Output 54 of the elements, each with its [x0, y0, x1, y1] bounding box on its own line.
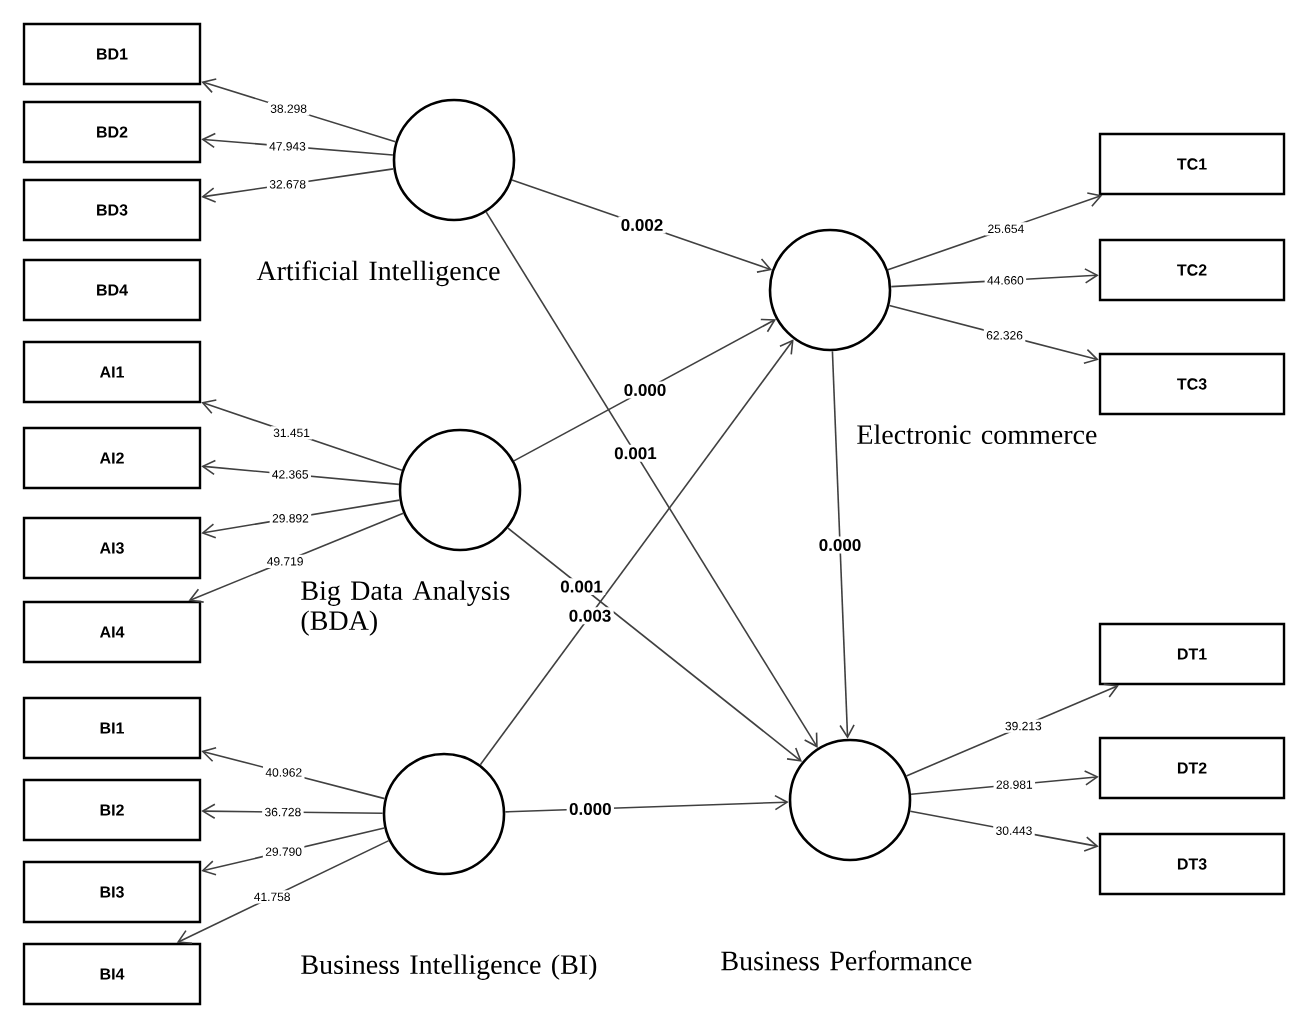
arrow [201, 499, 401, 539]
arrow [504, 794, 789, 813]
indicator-box: AI2 [22, 426, 202, 490]
indicator-box: BD4 [22, 258, 202, 322]
construct-label: Electronic commerce [857, 424, 1097, 445]
edge-label: 0.001 [557, 578, 606, 595]
indicator-box: BI3 [22, 860, 202, 924]
arrow [831, 350, 855, 739]
edge-label: 0.000 [566, 800, 614, 818]
edge-label: 0.002 [618, 216, 666, 234]
edge-label: 0.003 [566, 607, 614, 625]
construct-label: Business Performance [721, 950, 972, 971]
arrow [910, 770, 1099, 796]
indicator-box: AI4 [22, 600, 202, 664]
indicator-box: BD3 [22, 178, 202, 242]
arrow [507, 527, 803, 762]
arrow [479, 339, 794, 766]
arrow [201, 459, 400, 486]
indicator-box: BD2 [22, 100, 202, 164]
arrow [201, 78, 397, 143]
indicator-box: DT1 [1098, 622, 1286, 686]
arrow [888, 304, 1099, 364]
arrow [511, 179, 773, 273]
indicator-box: AI3 [22, 516, 202, 580]
indicator-box: DT2 [1098, 736, 1286, 800]
indicator-box: BI1 [22, 696, 202, 760]
arrow [909, 810, 1099, 852]
arrow [905, 683, 1119, 777]
indicator-box: AI1 [22, 340, 202, 404]
construct-label: Artificial Intelligence [256, 260, 500, 287]
arrow [201, 168, 395, 203]
arrow [201, 746, 386, 800]
arrow [201, 803, 384, 820]
arrow [201, 399, 403, 472]
arrow [513, 318, 777, 462]
arrow [890, 268, 1099, 288]
edge-label: 0.001 [611, 444, 660, 462]
arrow [188, 512, 405, 603]
edge-label: 0.000 [621, 381, 669, 399]
indicator-box: BD1 [22, 22, 202, 86]
edge-label: 0.000 [816, 536, 864, 554]
construct-label: Big Data Analysis (BDA) [301, 580, 510, 636]
indicator-box: TC3 [1098, 352, 1286, 416]
construct-label: Business Intelligence (BI) [301, 954, 597, 980]
arrow [887, 192, 1103, 271]
indicator-box: TC2 [1098, 238, 1286, 302]
arrow [201, 132, 394, 156]
indicator-box: DT3 [1098, 832, 1286, 896]
arrow [176, 839, 390, 944]
indicator-box: BI2 [22, 778, 202, 842]
indicator-box: TC1 [1098, 132, 1286, 196]
arrow [485, 211, 818, 748]
arrow [201, 827, 386, 876]
indicator-box: BI4 [22, 942, 202, 1006]
